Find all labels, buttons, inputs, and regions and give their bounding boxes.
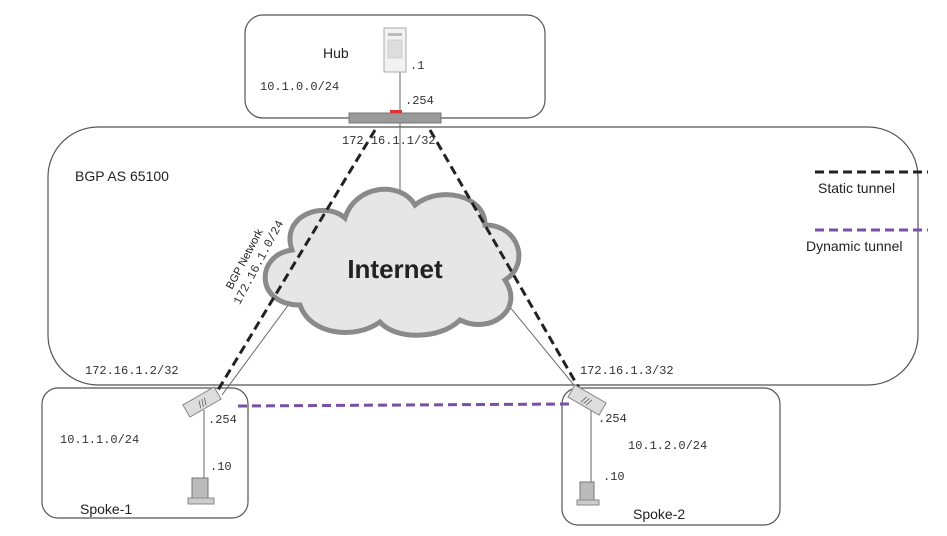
spoke2-pc-ip: .10 (603, 470, 625, 484)
spoke2-wan-ip: 172.16.1.3/32 (580, 364, 674, 378)
spoke2-pc-icon (576, 481, 600, 506)
hub-subnet: 10.1.0.0/24 (260, 80, 339, 94)
spoke2-zone (561, 387, 781, 526)
spoke2-firewall-icon: /// (567, 384, 607, 416)
internet-label: Internet (347, 254, 443, 284)
legend-dynamic-label: Dynamic tunnel (806, 238, 903, 254)
hub-fw-ip: .254 (405, 94, 434, 108)
bgp-zone (47, 126, 919, 386)
bgp-title: BGP AS 65100 (75, 168, 169, 184)
spoke2-wan-link (499, 294, 579, 391)
hub-server-ip: .1 (410, 59, 424, 73)
dynamic-tunnel (237, 402, 571, 408)
spoke1-wan-ip: 172.16.1.2/32 (85, 364, 179, 378)
spoke1-zone (41, 387, 249, 519)
spoke1-pc-icon (187, 477, 215, 505)
spoke2-fw-ip: .254 (598, 412, 627, 426)
spoke2-subnet: 10.1.2.0/24 (628, 439, 707, 453)
spoke2-title: Spoke-2 (633, 506, 685, 522)
spoke1-pc-ip: .10 (210, 460, 232, 474)
static-tunnel-spoke1 (213, 129, 377, 396)
internet-cloud (262, 186, 522, 338)
hub-title: Hub (323, 45, 349, 61)
legend-static-label: Static tunnel (818, 180, 895, 196)
hub-firewall-icon (348, 110, 442, 124)
server-icon (383, 27, 407, 73)
hub-wan-ip: 172.16.1.1/32 (342, 134, 436, 148)
spoke1-firewall-icon: /// (182, 386, 222, 418)
spoke1-wan-link (221, 299, 293, 396)
static-tunnel-spoke2 (428, 129, 582, 391)
spoke1-subnet: 10.1.1.0/24 (60, 433, 139, 447)
spoke1-title: Spoke-1 (80, 501, 132, 517)
spoke1-fw-ip: .254 (208, 413, 237, 427)
